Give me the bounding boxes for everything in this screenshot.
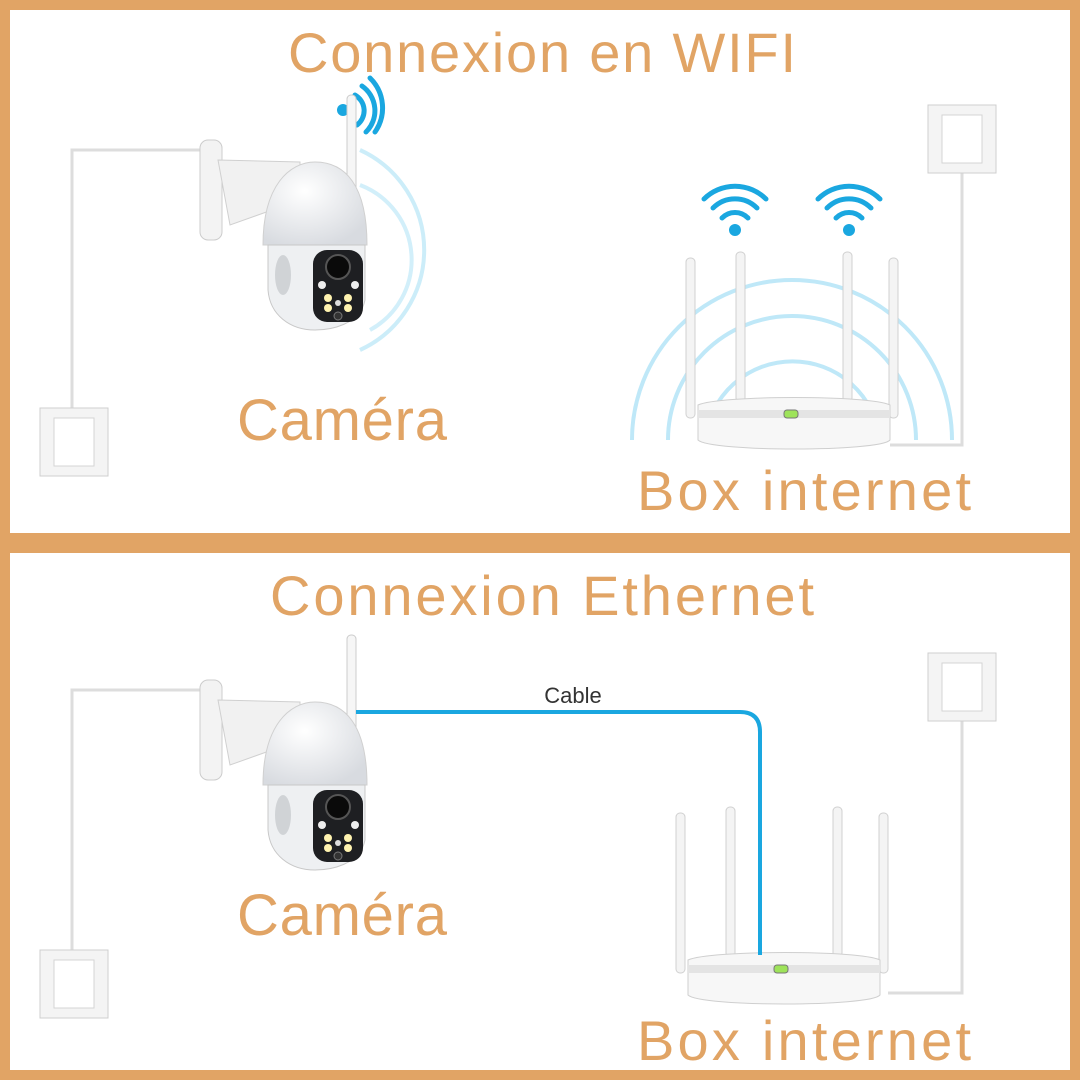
router-power-wire [890, 172, 964, 447]
camera-wifi-icon [337, 75, 386, 135]
wall-outlet-camera [39, 407, 109, 477]
cable-label: Cable [544, 683, 601, 708]
router-power-wire [888, 720, 964, 995]
wifi-box-label: Box internet [637, 459, 971, 522]
wifi-camera-label: Caméra [237, 388, 448, 453]
wall-outlet-router [927, 652, 997, 722]
ethernet-title: Connexion Ethernet [270, 564, 814, 627]
camera-power-wire [70, 148, 205, 410]
ethernet-camera-label: Caméra [237, 883, 448, 948]
wifi-title: Connexion en WIFI [288, 21, 796, 84]
ethernet-box-label: Box internet [637, 1009, 971, 1072]
router-wifi-icons [701, 183, 883, 236]
wall-outlet-camera [39, 949, 109, 1019]
wall-outlet-router [927, 104, 997, 174]
ethernet-panel [10, 553, 1070, 1070]
wifi-signal-waves [359, 148, 954, 441]
camera-power-wire [70, 688, 205, 950]
wifi-panel [10, 10, 1070, 533]
ethernet-cable [356, 710, 762, 955]
